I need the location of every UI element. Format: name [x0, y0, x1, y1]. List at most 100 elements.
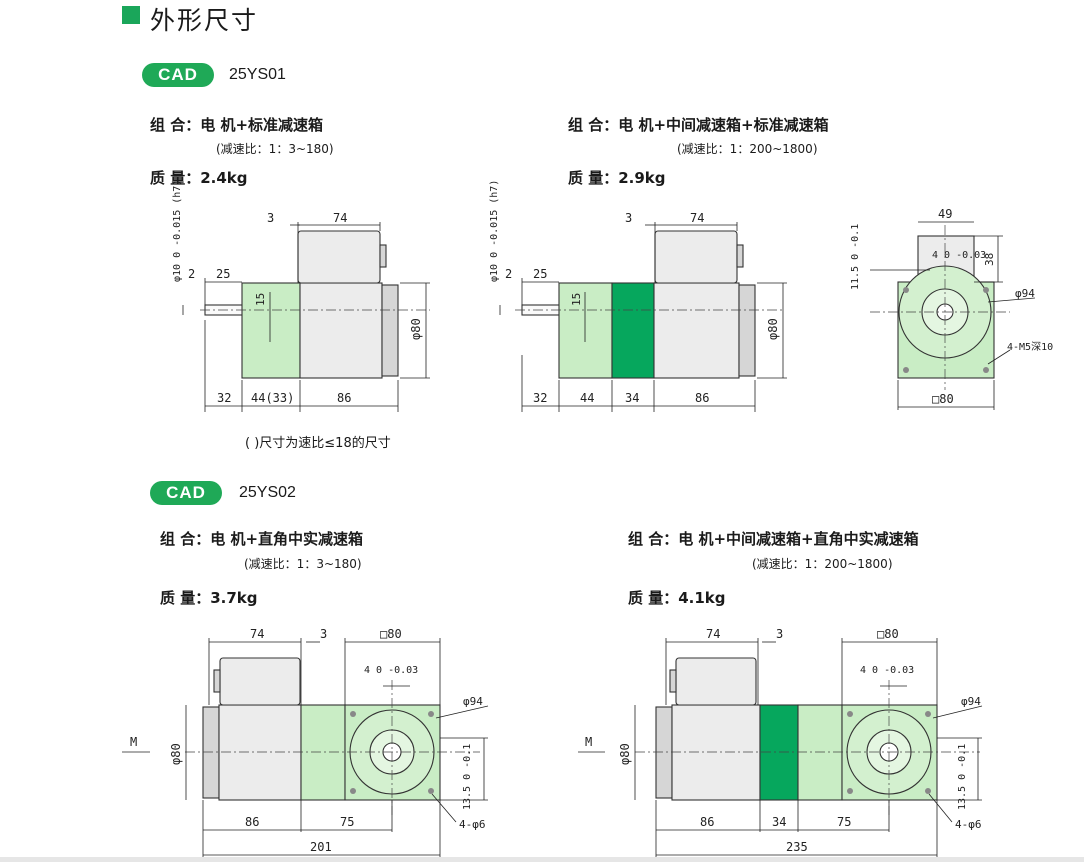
mounting-hole	[428, 788, 434, 794]
dim-phi80: φ80	[169, 743, 183, 765]
mounting-hole	[903, 287, 909, 293]
dim-phi94: φ94	[961, 695, 981, 708]
dim-74: 74	[250, 627, 264, 641]
cad-link-25ys01[interactable]: CAD	[142, 63, 214, 87]
motor-body	[671, 704, 761, 801]
combo-label: 组 合：电 机+中间减速箱+标准减速箱	[568, 116, 829, 134]
mass-label: 质 量：3.7kg	[160, 589, 258, 607]
drawing-25ys01-intermediate: 3 74 φ10 0 -0.015 (h7) 2 25 15 φ80 32 44…	[489, 180, 787, 412]
mounting-hole	[925, 788, 931, 794]
dim-3: 3	[320, 627, 327, 641]
dim-sq80: □80	[877, 627, 899, 641]
mounting-hole	[903, 367, 909, 373]
drawing-25ys01-front: 49 4 0 -0.03 38 11.5 0 -0.1 φ94 4-M5深10 …	[850, 207, 1053, 410]
motor-body	[218, 704, 302, 801]
dim-total-201: 201	[310, 840, 332, 854]
terminal-box	[219, 657, 301, 706]
ratio-label: (减速比：1：3~180)	[244, 557, 362, 571]
mounting-hole	[847, 788, 853, 794]
combo-label: 组 合：电 机+中间减速箱+直角中实减速箱	[628, 530, 919, 548]
dim-44: 44	[580, 391, 594, 405]
terminal-box	[675, 657, 757, 706]
dim-49: 49	[938, 207, 952, 221]
combo-label: 组 合：电 机+标准减速箱	[150, 116, 324, 134]
dim-34: 34	[772, 815, 786, 829]
dim-32: 32	[533, 391, 547, 405]
motor-body	[653, 282, 740, 379]
motor-end-cap	[655, 706, 673, 799]
title-marker	[122, 6, 140, 24]
dim-shaft-dia: φ10 0 -0.015 (h7)	[172, 180, 183, 282]
dim-2: 2	[505, 267, 512, 281]
dim-sq80: □80	[932, 392, 954, 406]
dim-34: 34	[625, 391, 639, 405]
dim-11-5: 11.5 0 -0.1	[850, 224, 861, 290]
dim-holes-m5: 4-M5深10	[1007, 341, 1053, 353]
motor-end-cap	[202, 706, 220, 799]
dim-15: 15	[570, 293, 583, 306]
cable-gland	[379, 244, 387, 268]
dim-74: 74	[333, 211, 347, 225]
dim-key-4: 4 0 -0.03	[932, 250, 986, 261]
terminal-box	[297, 230, 381, 284]
cable-gland	[669, 669, 677, 693]
motor-end-cap	[381, 284, 399, 377]
dim-shaft-dia: φ10 0 -0.015 (h7)	[489, 180, 500, 282]
dim-38: 38	[983, 253, 996, 266]
intermediate-gearbox	[611, 282, 655, 379]
mounting-hole	[350, 711, 356, 717]
page-title: 外形尺寸	[150, 6, 259, 35]
dim-32: 32	[217, 391, 231, 405]
gearbox-body	[558, 282, 613, 379]
dim-86: 86	[337, 391, 351, 405]
dim-25: 25	[216, 267, 230, 281]
gearbox-body	[241, 282, 301, 379]
motor-body	[299, 282, 383, 379]
dim-key-4: 4 0 -0.03	[364, 665, 418, 676]
dim-86: 86	[695, 391, 709, 405]
gearbox-neck	[797, 704, 843, 801]
drawing-25ys02-intermediate: 74 3 □80 4 0 -0.03 φ94 13.5 0 -0.1 4-φ6 …	[578, 627, 983, 858]
dim-phi94: φ94	[463, 695, 483, 708]
dim-15: 15	[254, 293, 267, 306]
dim-key-4: 4 0 -0.03	[860, 665, 914, 676]
intermediate-gearbox	[759, 704, 799, 801]
ratio-label: (减速比：1：200~1800)	[752, 557, 893, 571]
motor-end-cap	[738, 284, 756, 377]
ratio-label: (减速比：1：3~180)	[216, 142, 334, 156]
dim-3: 3	[776, 627, 783, 641]
combo-label: 组 合：电 机+直角中实减速箱	[160, 530, 364, 548]
dim-13-5: 13.5 0 -0.1	[957, 744, 968, 810]
input-marker-m: M	[585, 735, 592, 749]
dim-3: 3	[267, 211, 274, 225]
dim-13-5: 13.5 0 -0.1	[462, 744, 473, 810]
dim-44: 44(33)	[251, 391, 294, 405]
dim-3: 3	[625, 211, 632, 225]
dim-sq80: □80	[380, 627, 402, 641]
model-name-25ys02: 25YS02	[239, 484, 296, 501]
model-name-25ys01: 25YS01	[229, 66, 286, 83]
dim-holes-phi6: 4-φ6	[459, 818, 486, 831]
dim-total-235: 235	[786, 840, 808, 854]
cable-gland	[736, 244, 744, 268]
dim-phi80: φ80	[618, 743, 632, 765]
gearbox-neck	[300, 704, 346, 801]
mounting-hole	[350, 788, 356, 794]
mounting-hole	[847, 711, 853, 717]
cable-gland	[213, 669, 221, 693]
dim-86: 86	[700, 815, 714, 829]
dim-74: 74	[706, 627, 720, 641]
dimension-note: ( )尺寸为速比≤18的尺寸	[245, 436, 391, 451]
dim-holes-phi6: 4-φ6	[955, 818, 982, 831]
dim-75: 75	[837, 815, 851, 829]
dim-2: 2	[188, 267, 195, 281]
dim-phi94: φ94	[1015, 287, 1035, 300]
dim-25: 25	[533, 267, 547, 281]
input-marker-m: M	[130, 735, 137, 749]
ratio-label: (减速比：1：200~1800)	[677, 142, 818, 156]
dim-phi80: φ80	[766, 318, 780, 340]
cad-link-25ys02[interactable]: CAD	[150, 481, 222, 505]
drawing-25ys02-right-angle: 74 3 □80 4 0 -0.03 φ94 13.5 0 -0.1 4-φ6 …	[122, 627, 489, 858]
mass-label: 质 量：4.1kg	[628, 589, 726, 607]
